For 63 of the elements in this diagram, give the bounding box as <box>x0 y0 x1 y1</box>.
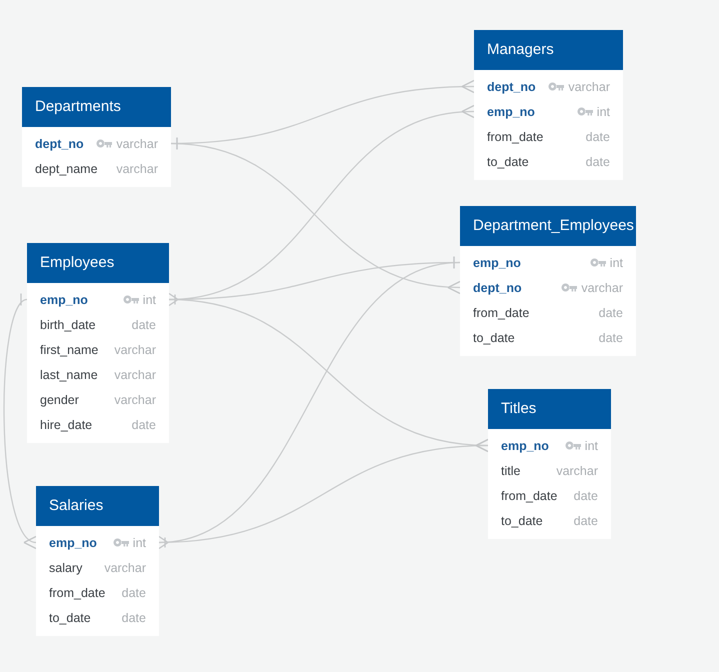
relationship-line <box>158 438 489 544</box>
field-name: first_name <box>40 342 98 356</box>
field-name: emp_no <box>49 536 97 550</box>
table-header: Salaries <box>36 486 159 526</box>
field-name: dept_no <box>473 280 522 294</box>
field-type: varchar <box>114 368 156 382</box>
field-type: date <box>132 318 156 332</box>
field-name: to_date <box>49 610 91 624</box>
field-type: date <box>574 514 598 528</box>
field-name: from_date <box>473 306 530 320</box>
field-name: emp_no <box>501 438 549 452</box>
field-name: to_date <box>473 330 515 344</box>
field-name: to_date <box>487 154 529 168</box>
field-name: to_date <box>501 514 543 528</box>
entity-table <box>36 486 159 636</box>
field-type: date <box>122 586 146 600</box>
field-type: int <box>584 438 598 452</box>
field-name: emp_no <box>487 104 535 118</box>
field-type: varchar <box>116 136 158 150</box>
field-type: varchar <box>114 392 156 406</box>
field-type: date <box>586 130 610 144</box>
field-name: last_name <box>40 368 98 382</box>
field-type: date <box>586 154 610 168</box>
entity-table <box>488 389 611 539</box>
field-type: varchar <box>116 162 158 176</box>
field-name: dept_no <box>487 80 536 94</box>
table-header: Managers <box>474 30 623 70</box>
field-type: varchar <box>568 80 610 94</box>
field-name: dept_name <box>35 162 98 176</box>
field-type: date <box>132 418 156 432</box>
field-name: birth_date <box>40 318 96 332</box>
field-name: title <box>501 464 520 478</box>
field-name: from_date <box>501 488 558 502</box>
field-name: salary <box>49 560 82 574</box>
field-type: int <box>610 256 623 270</box>
field-name: dept_no <box>35 136 84 150</box>
field-name: emp_no <box>473 256 521 270</box>
field-type: date <box>598 306 623 320</box>
field-name: emp_no <box>40 292 88 306</box>
relationship-line <box>157 256 460 550</box>
field-type: varchar <box>104 560 146 574</box>
field-name: from_date <box>49 586 106 600</box>
table-header: Titles <box>488 389 611 429</box>
field-type: varchar <box>556 464 598 478</box>
field-name: gender <box>40 392 79 406</box>
entity-table <box>474 30 623 180</box>
field-type: int <box>142 292 156 306</box>
field-type: int <box>132 536 146 550</box>
entity-table <box>27 243 169 443</box>
field-type: int <box>596 104 610 118</box>
table-header: Employees <box>27 243 169 283</box>
field-name: hire_date <box>40 418 92 432</box>
field-type: date <box>122 610 146 624</box>
field-type: varchar <box>581 280 623 294</box>
field-name: from_date <box>487 130 544 144</box>
entity-table <box>22 87 171 187</box>
relationship-line <box>170 137 462 294</box>
field-type: varchar <box>114 342 156 356</box>
table-header: Departments <box>22 87 171 127</box>
field-type: date <box>574 488 598 502</box>
entity-table <box>460 206 636 356</box>
table-header: Department_Employees <box>460 206 636 246</box>
field-type: date <box>598 330 623 344</box>
